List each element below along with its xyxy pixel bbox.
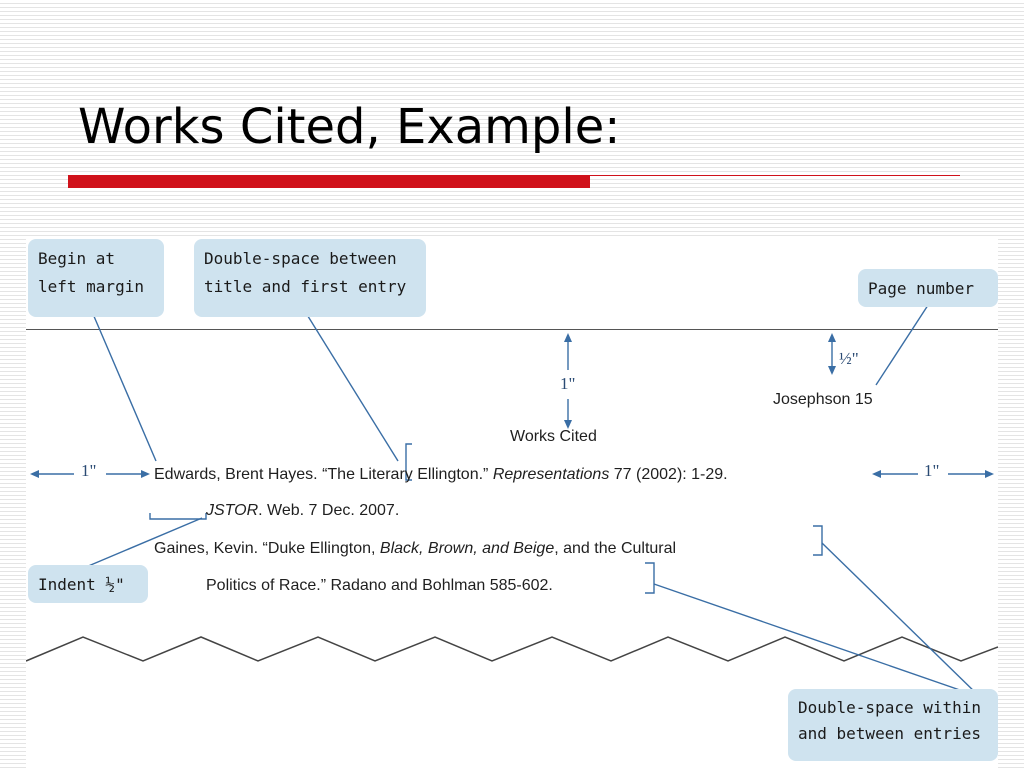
left-margin-arrowhead-right [141,470,150,478]
left-margin-label: 1" [81,461,97,480]
entry-1-database: JSTOR [206,502,259,519]
top-margin-label: 1" [560,374,576,393]
page-top-edge [26,329,998,330]
callout-indent: Indent ½" [28,565,148,603]
figure-annotations [26,298,998,768]
entry-2-work-title: Black, Brown, and Beige [379,540,555,557]
header-offset-label: ½" [839,349,859,368]
top-margin-arrowhead-up [564,333,572,342]
left-margin-arrowhead-left [30,470,39,478]
torn-edge-mask [26,637,998,768]
header-offset-arrowhead-up [828,333,836,342]
indent-leader [85,517,203,568]
title-underline-thin [590,175,960,176]
callout-double-space-title: Double-space between title and first ent… [194,239,426,317]
callout-double-space-entries: Double-space within and between entries [788,689,998,761]
slide-title: Works Cited, Example: [78,99,621,155]
entry-1-line-1-text: Edwards, Brent Hayes. “The Literary Elli… [154,466,493,483]
callout-page-number: Page number [858,269,998,307]
entry-2-line-2: Politics of Race.” Radano and Bohlman 58… [206,577,553,594]
double-space-title-leader [300,304,399,462]
first-entry-bracket [405,443,412,481]
right-margin-label: 1" [924,461,940,480]
indent-bracket [149,513,207,520]
header-offset-arrowhead-down [828,366,836,375]
page-number-leader [875,298,933,386]
entry-1-line-2: JSTOR. Web. 7 Dec. 2007. [206,502,399,520]
entry-1-line-1-tail: 77 (2002): 1-29. [609,466,728,483]
entries-leader-b [653,583,981,698]
begin-margin-leader [89,306,157,462]
entry-1-line-1: Edwards, Brent Hayes. “The Literary Elli… [154,466,728,484]
works-cited-figure: Begin at left margin Double-space betwee… [26,237,998,768]
entries-leader-a [821,542,981,698]
running-header: Josephson 15 [773,391,873,408]
works-cited-heading: Works Cited [510,428,597,445]
entry-1-line-2-tail: . Web. 7 Dec. 2007. [258,502,400,519]
entry-1-journal-title: Representations [492,466,610,483]
torn-edge-line [26,636,998,662]
title-underline-thick [68,175,590,188]
entry-2-line-1-text: Gaines, Kevin. “Duke Ellington, [154,540,380,557]
right-margin-arrowhead-right [985,470,994,478]
right-margin-arrowhead-left [872,470,881,478]
entry-bracket-right-2 [645,562,655,594]
callout-begin-left-margin: Begin at left margin [28,239,164,317]
entry-2-line-1: Gaines, Kevin. “Duke Ellington, Black, B… [154,540,676,558]
top-margin-arrowhead-down [564,420,572,429]
entry-bracket-right-1 [813,525,823,556]
entry-2-line-1-tail: , and the Cultural [554,540,677,557]
